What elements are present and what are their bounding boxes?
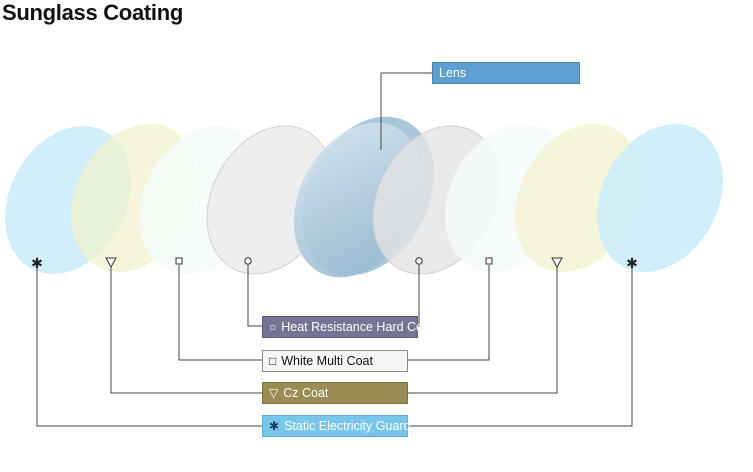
white-multi-coat-text: White Multi Coat <box>281 354 373 368</box>
cz-marker-left <box>105 257 117 269</box>
static-marker-right: ✱ <box>626 256 638 272</box>
static-electricity-guard-label: ✱ Static Electricity Guard <box>262 415 411 437</box>
heat-marker-left <box>244 257 252 265</box>
lens-label: Lens <box>432 62 580 84</box>
static-electricity-guard-text: Static Electricity Guard <box>284 419 411 433</box>
static-connector-left <box>36 268 262 427</box>
heat-resistance-coat-text: Heat Resistance Hard Coat <box>281 320 434 334</box>
static-marker-left: ✱ <box>31 256 43 272</box>
static-guard-layer-right <box>597 123 723 273</box>
lens-connector <box>380 72 432 150</box>
heat-marker-right <box>415 257 423 265</box>
page-title: Sunglass Coating <box>2 0 183 25</box>
triangle-icon: ▽ <box>269 386 279 400</box>
white-multi-coat-label: □ White Multi Coat <box>262 350 408 372</box>
circle-icon: ○ <box>269 320 277 334</box>
static-connector-right <box>408 268 633 427</box>
cz-connector-right <box>408 267 558 394</box>
cz-marker-right <box>551 257 563 269</box>
cz-coat-text: Cz Coat <box>283 386 329 400</box>
white-marker-left <box>175 257 183 265</box>
heat-connector-right <box>418 265 420 327</box>
white-connector-right <box>408 265 490 361</box>
asterisk-icon: ✱ <box>269 419 280 433</box>
lens-label-text: Lens <box>439 66 467 80</box>
white-connector-left <box>178 265 262 361</box>
square-icon: □ <box>269 354 277 368</box>
heat-resistance-coat-label: ○ Heat Resistance Hard Coat <box>262 316 433 338</box>
cz-connector-left <box>110 267 262 394</box>
cz-coat-label: ▽ Cz Coat <box>262 382 408 404</box>
white-marker-right <box>485 257 493 265</box>
heat-connector-left <box>247 265 262 327</box>
